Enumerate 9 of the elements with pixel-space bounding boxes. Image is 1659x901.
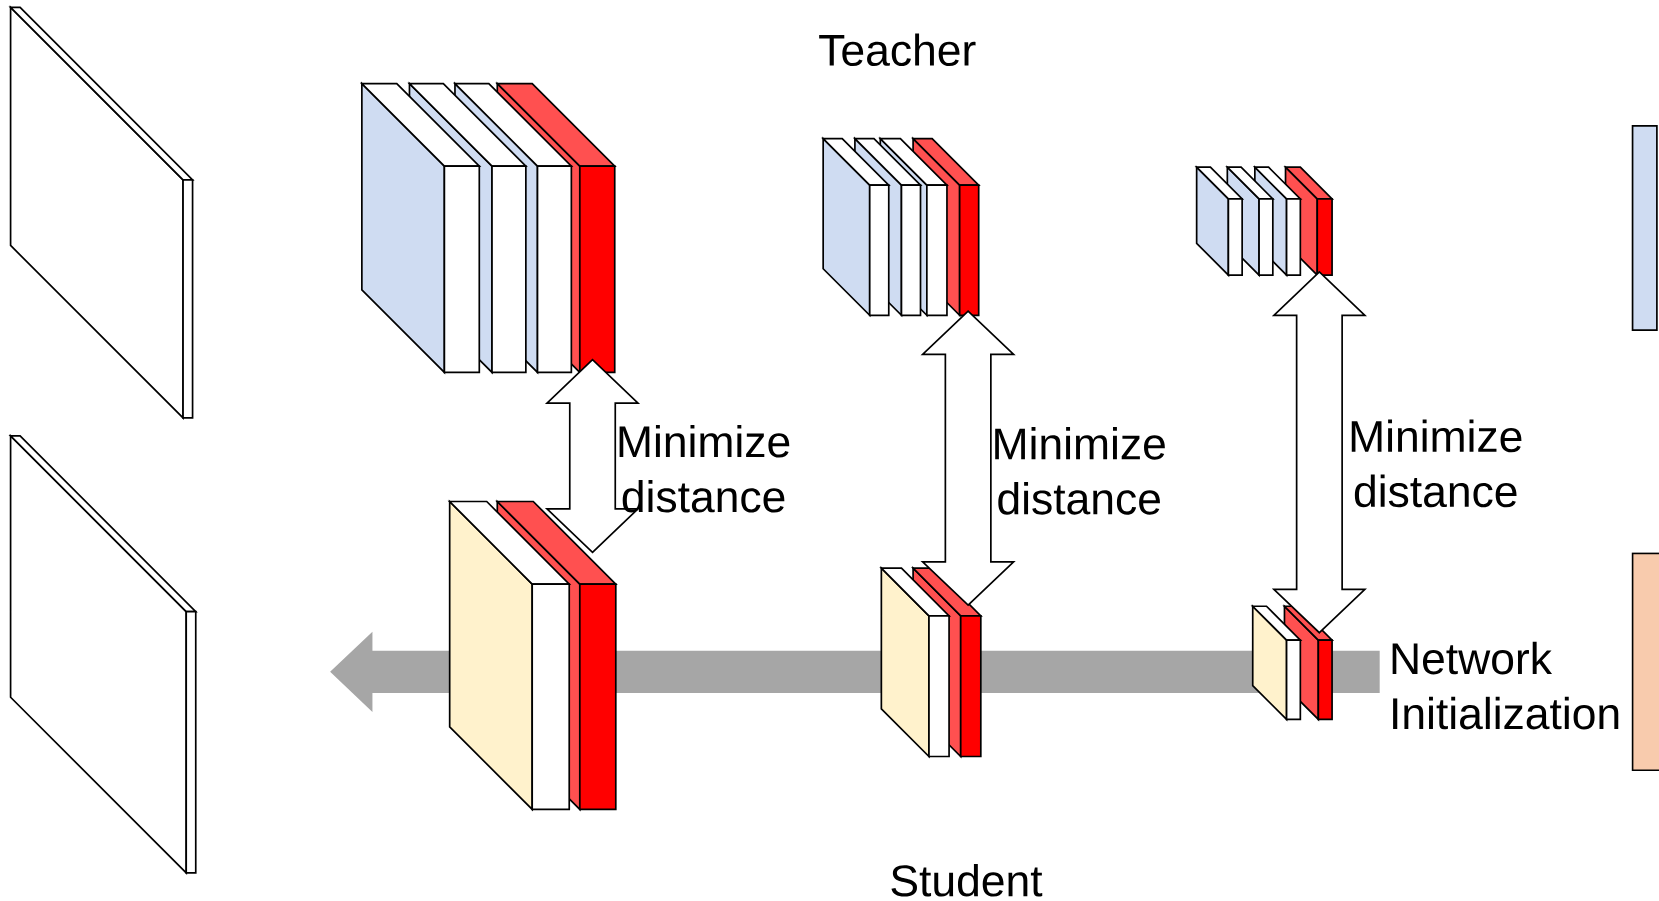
bar	[1631, 552, 1659, 771]
double-arrow	[1271, 270, 1367, 634]
edge-label: Minimize distance	[995, 426, 1165, 515]
text-label: Network Initialization	[1392, 641, 1619, 730]
text-label: Teacher	[819, 33, 976, 66]
edge-label: Minimize distance	[619, 424, 790, 513]
text-label: Student	[891, 863, 1043, 897]
edge-label: Minimize distance	[1351, 419, 1522, 508]
bar	[1631, 124, 1658, 331]
